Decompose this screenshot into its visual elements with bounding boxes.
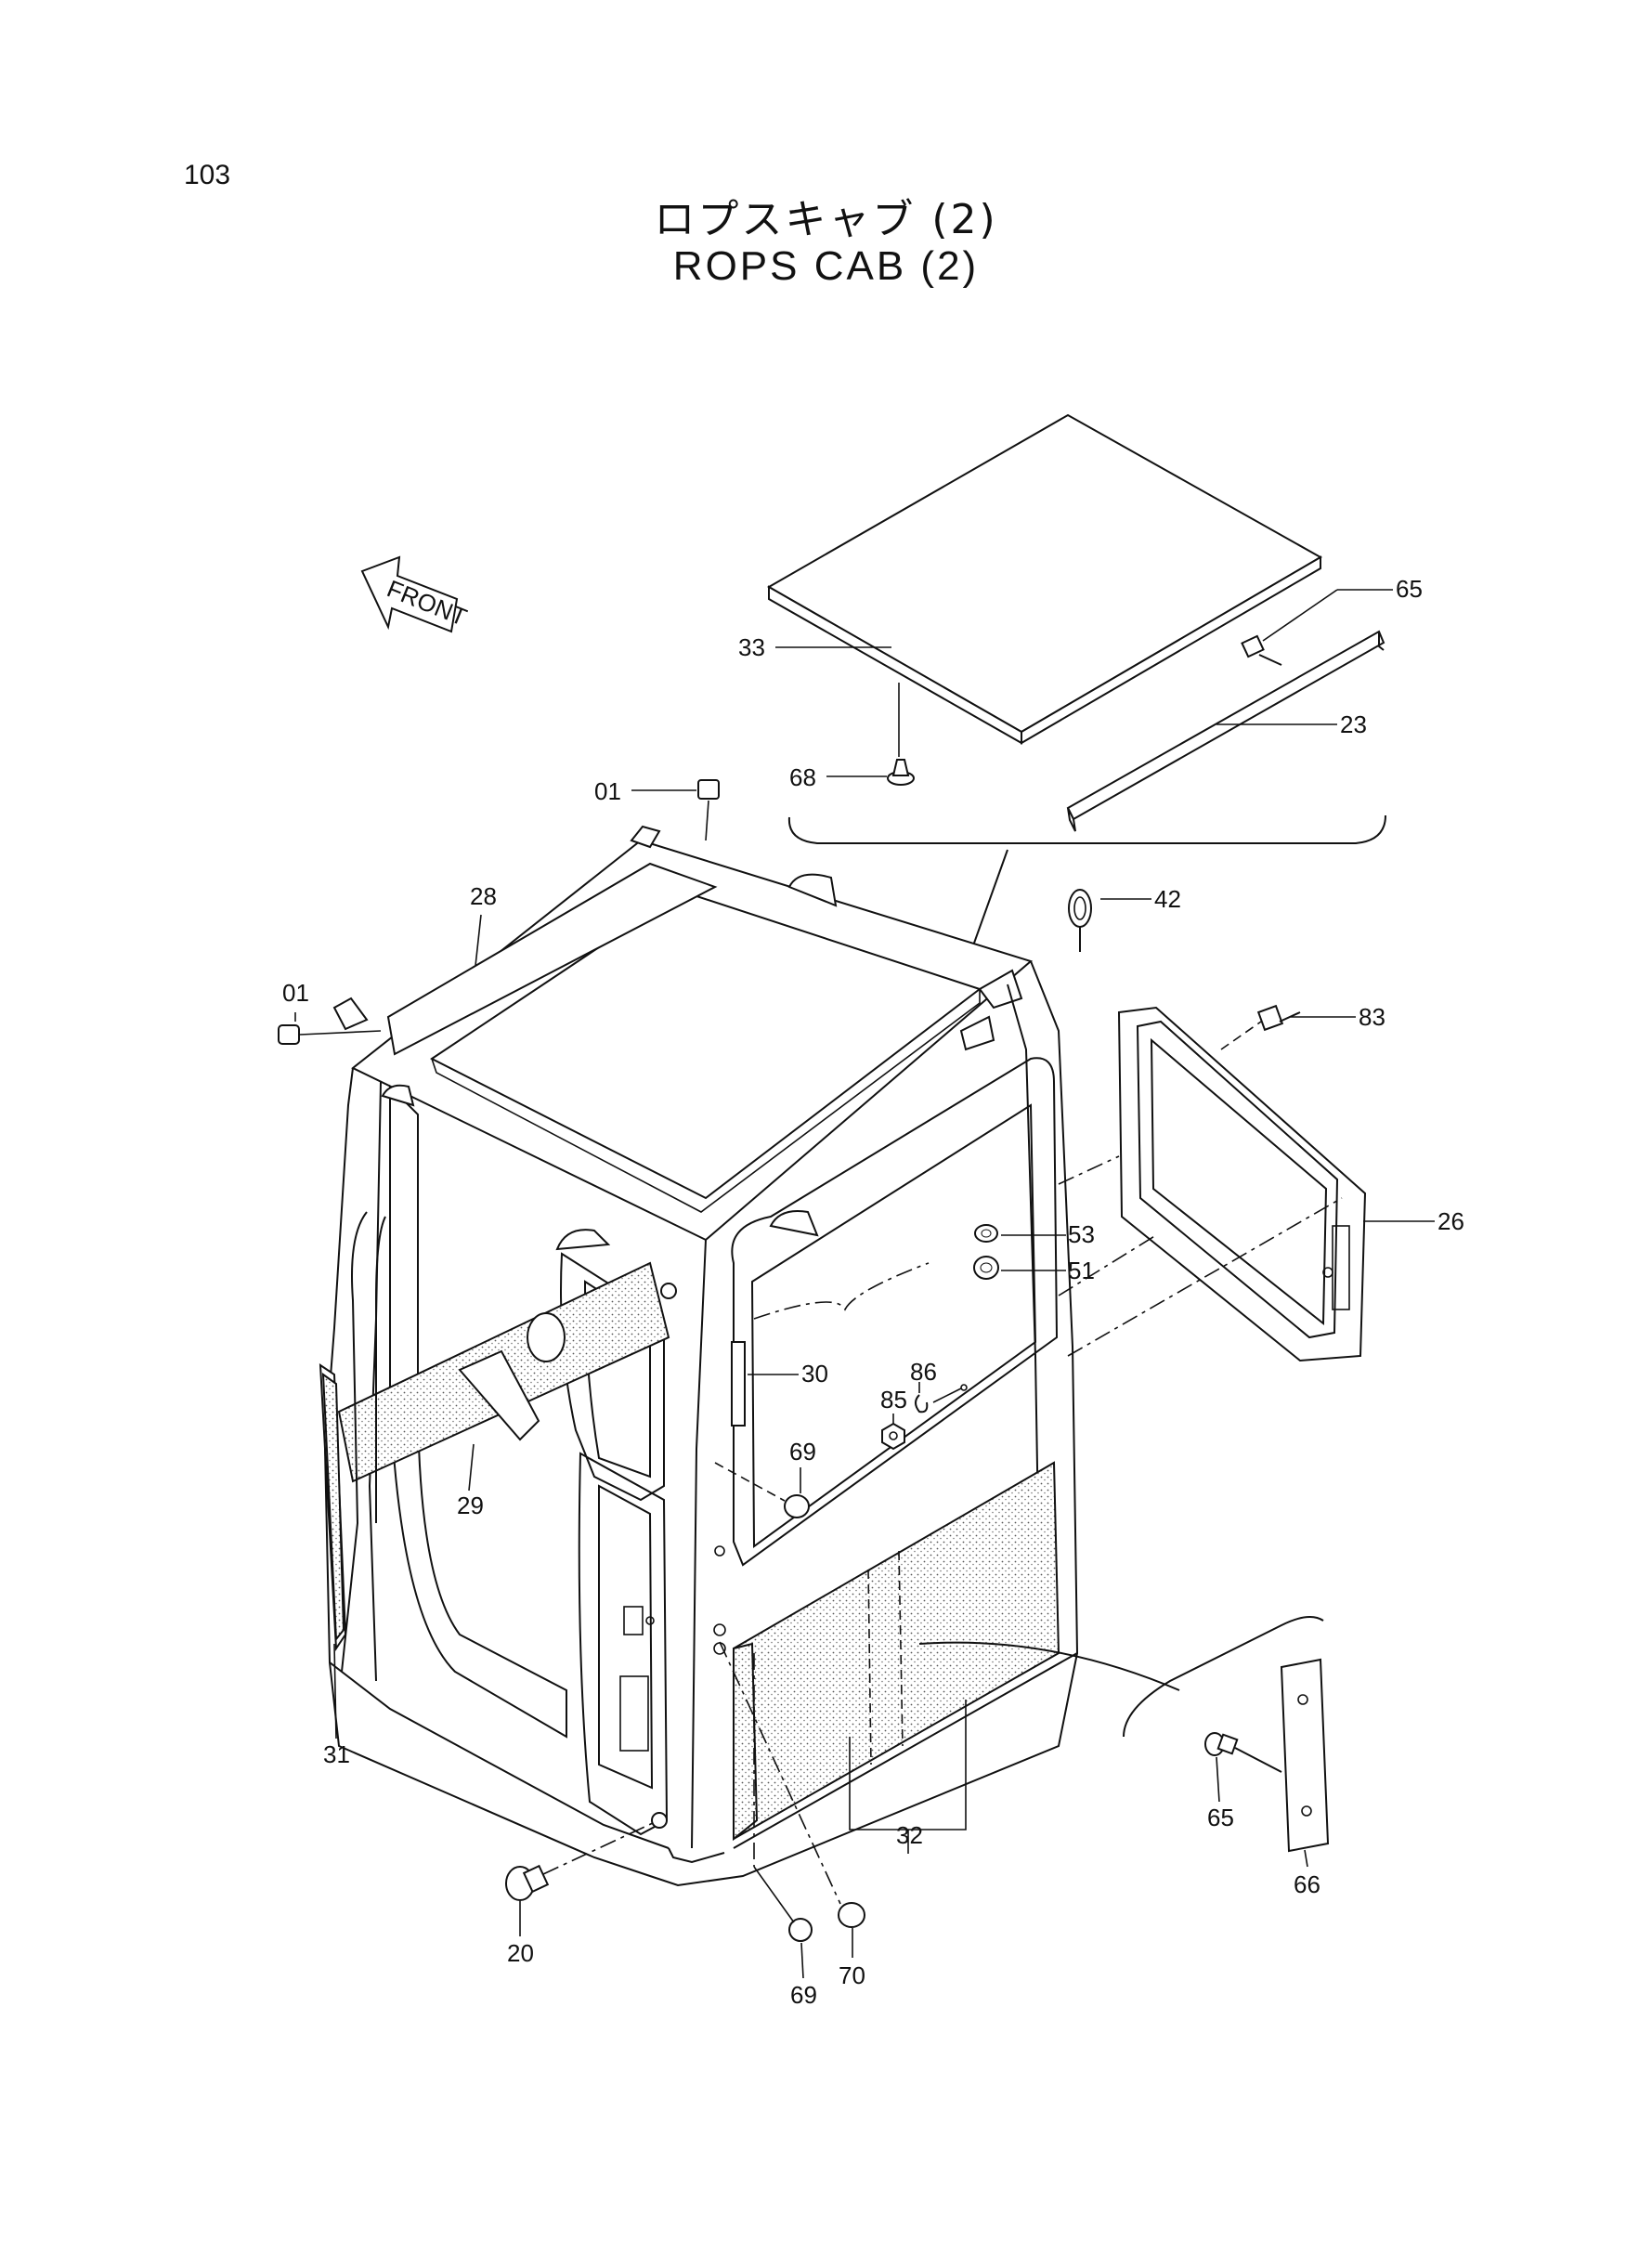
callout-label: 69 [790,1981,817,2009]
callout-label: 31 [323,1740,350,1768]
front-arrow-icon: FRONT [360,555,471,633]
window-frame-26 [1117,1006,1367,1362]
bolt-20 [505,1821,656,1901]
callout-label: 65 [1396,575,1423,603]
cap-69-upper [714,1462,810,1518]
callout-label: 70 [839,1961,865,1989]
bolt-01-top [697,779,720,841]
bolt-65-top [1241,634,1282,666]
callout-label: 29 [457,1492,484,1519]
roof-rail [1066,630,1385,832]
callout-label: 26 [1437,1207,1464,1235]
washer-86 [915,1384,968,1414]
leader-dash-b [1067,1197,1343,1357]
callout-label: 83 [1359,1003,1385,1031]
callout-label: 66 [1294,1870,1320,1898]
cap-69-lower [753,1653,813,1942]
callout-label: 23 [1340,710,1367,738]
callout-label: 20 [507,1939,534,1967]
bolt-01-left [278,1024,382,1045]
leader-dash-c [1058,1155,1120,1185]
nut-51 [973,1256,999,1280]
washer-53 [974,1224,998,1243]
plate-66 [1280,1658,1330,1853]
bolt-65-lower [1204,1732,1282,1773]
callout-label: 68 [789,763,816,791]
callout-label: 01 [594,777,621,805]
callout-label: 42 [1154,885,1181,913]
callout-label: 86 [910,1358,937,1386]
callout-label: 30 [801,1360,828,1388]
bolt-83 [1220,1004,1301,1050]
callout-label: 65 [1207,1804,1234,1831]
page-number: 103 [184,160,231,190]
callout-label: 32 [896,1821,923,1849]
roof-panel [766,413,1323,745]
callout-label: 33 [738,633,765,661]
leader-dash-a [1058,1234,1157,1296]
leader-lines [294,589,1435,1979]
page-title-japanese: ロプスキャブ (2) [654,196,998,243]
callout-label: 28 [470,882,497,910]
page-title-english: ROPS CAB (2) [672,243,980,289]
callout-label: 53 [1068,1220,1095,1248]
nut-85 [881,1422,905,1451]
callout-label: 85 [880,1386,907,1414]
grommet-70 [719,1641,865,1928]
clip-68 [887,759,915,786]
cab-frame [319,825,1079,1887]
callout-label: 51 [1068,1257,1095,1284]
eye-bolt-42 [1068,889,1092,952]
callout-label: 01 [282,979,309,1007]
callout-label: 69 [789,1438,816,1466]
